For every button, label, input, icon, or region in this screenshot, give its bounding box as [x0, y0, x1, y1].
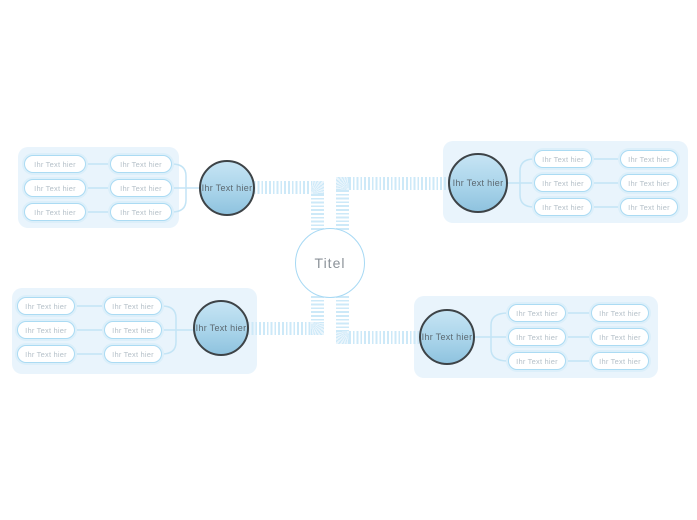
branch-node-label: Ihr Text hier	[195, 323, 247, 333]
subtopic-label: Ihr Text hier	[628, 202, 670, 212]
ribbon-elbow-top-left	[311, 181, 324, 194]
ribbon-elbow-bottom-left	[311, 322, 324, 335]
subtopic-label: Ihr Text hier	[25, 349, 67, 359]
subtopic-pill[interactable]: Ihr Text hier	[17, 345, 75, 363]
central-topic-label: Titel	[314, 255, 346, 271]
subtopic-pill[interactable]: Ihr Text hier	[508, 304, 566, 322]
subtopic-pill[interactable]: Ihr Text hier	[620, 198, 678, 216]
subtopic-pill[interactable]: Ihr Text hier	[534, 150, 592, 168]
ribbon-band-top-right-horizontal	[349, 177, 450, 190]
subtopic-label: Ihr Text hier	[516, 332, 558, 342]
subtopic-label: Ihr Text hier	[628, 154, 670, 164]
subtopic-pill[interactable]: Ihr Text hier	[110, 179, 172, 197]
connector-row-line	[85, 163, 111, 213]
branch-node-label: Ihr Text hier	[201, 183, 253, 193]
subtopic-pill[interactable]: Ihr Text hier	[620, 174, 678, 192]
subtopic-pill[interactable]: Ihr Text hier	[17, 321, 75, 339]
ribbon-elbow-bottom-right	[336, 331, 349, 344]
subtopic-pill[interactable]: Ihr Text hier	[24, 203, 86, 221]
branch-node-bottom-right[interactable]: Ihr Text hier	[419, 309, 475, 365]
subtopic-pill[interactable]: Ihr Text hier	[534, 198, 592, 216]
central-topic-node[interactable]: Titel	[295, 228, 365, 298]
subtopic-pill[interactable]: Ihr Text hier	[620, 150, 678, 168]
subtopic-label: Ihr Text hier	[542, 154, 584, 164]
branch-node-top-left[interactable]: Ihr Text hier	[199, 160, 255, 216]
subtopic-label: Ihr Text hier	[516, 308, 558, 318]
subtopic-pill[interactable]: Ihr Text hier	[104, 297, 162, 315]
ribbon-band-bottom-left-horizontal	[244, 322, 311, 335]
connector-bracket	[161, 305, 194, 355]
branch-node-bottom-left[interactable]: Ihr Text hier	[193, 300, 249, 356]
subtopic-label: Ihr Text hier	[25, 325, 67, 335]
subtopic-label: Ihr Text hier	[120, 207, 162, 217]
subtopic-pill[interactable]: Ihr Text hier	[591, 328, 649, 346]
connector-bracket	[507, 158, 535, 208]
subtopic-label: Ihr Text hier	[34, 159, 76, 169]
subtopic-pill[interactable]: Ihr Text hier	[591, 352, 649, 370]
subtopic-label: Ihr Text hier	[542, 178, 584, 188]
subtopic-label: Ihr Text hier	[628, 178, 670, 188]
subtopic-label: Ihr Text hier	[34, 183, 76, 193]
connector-bracket	[171, 163, 200, 213]
subtopic-label: Ihr Text hier	[112, 349, 154, 359]
subtopic-label: Ihr Text hier	[34, 207, 76, 217]
ribbon-band-bottom-right-horizontal	[349, 331, 423, 344]
subtopic-label: Ihr Text hier	[120, 159, 162, 169]
branch-node-label: Ihr Text hier	[421, 332, 473, 342]
ribbon-band-bottom-left-vertical	[311, 296, 324, 322]
subtopic-pill[interactable]: Ihr Text hier	[110, 155, 172, 173]
subtopic-label: Ihr Text hier	[112, 301, 154, 311]
subtopic-pill[interactable]: Ihr Text hier	[24, 155, 86, 173]
subtopic-pill[interactable]: Ihr Text hier	[110, 203, 172, 221]
subtopic-pill[interactable]: Ihr Text hier	[104, 321, 162, 339]
subtopic-label: Ihr Text hier	[516, 356, 558, 366]
subtopic-label: Ihr Text hier	[599, 308, 641, 318]
subtopic-label: Ihr Text hier	[112, 325, 154, 335]
subtopic-pill[interactable]: Ihr Text hier	[508, 352, 566, 370]
connector-row-line	[591, 158, 621, 208]
connector-row-line	[74, 305, 105, 355]
ribbon-band-top-left-horizontal	[250, 181, 311, 194]
subtopic-label: Ihr Text hier	[599, 356, 641, 366]
subtopic-label: Ihr Text hier	[120, 183, 162, 193]
subtopic-label: Ihr Text hier	[542, 202, 584, 212]
ribbon-band-top-right-vertical	[336, 190, 349, 231]
connector-bracket	[474, 312, 509, 362]
subtopic-pill[interactable]: Ihr Text hier	[104, 345, 162, 363]
ribbon-elbow-top-right	[336, 177, 349, 190]
subtopic-pill[interactable]: Ihr Text hier	[508, 328, 566, 346]
subtopic-pill[interactable]: Ihr Text hier	[24, 179, 86, 197]
ribbon-band-top-left-vertical	[311, 194, 324, 231]
connector-row-line	[565, 312, 592, 362]
ribbon-band-bottom-right-vertical	[336, 296, 349, 331]
subtopic-label: Ihr Text hier	[599, 332, 641, 342]
branch-node-top-right[interactable]: Ihr Text hier	[448, 153, 508, 213]
branch-node-label: Ihr Text hier	[452, 178, 504, 188]
subtopic-label: Ihr Text hier	[25, 301, 67, 311]
subtopic-pill[interactable]: Ihr Text hier	[591, 304, 649, 322]
subtopic-pill[interactable]: Ihr Text hier	[17, 297, 75, 315]
subtopic-pill[interactable]: Ihr Text hier	[534, 174, 592, 192]
